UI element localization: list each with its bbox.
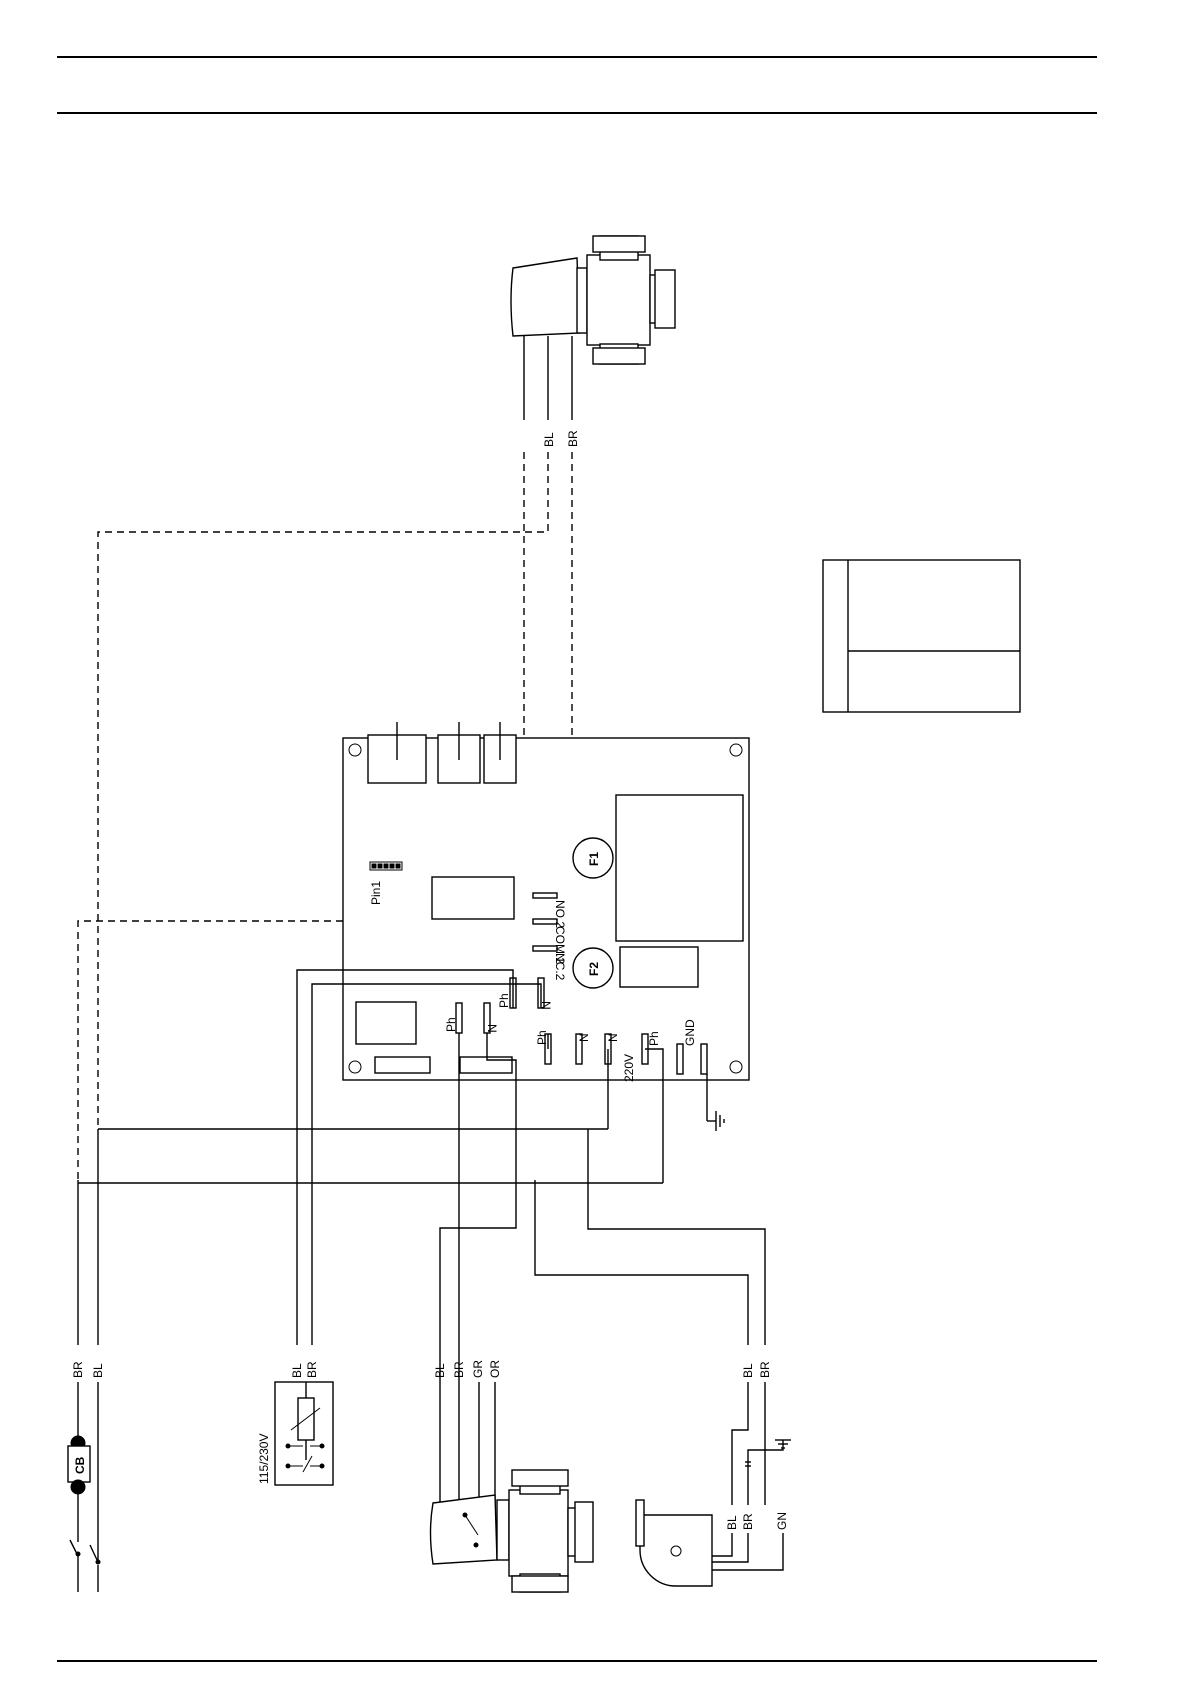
- valve-bot-or-label: OR: [488, 1360, 502, 1378]
- supply-br-label: BR: [71, 1361, 85, 1378]
- valve-top-bl-label: BL: [542, 432, 556, 447]
- circulator-pump: [636, 1500, 712, 1586]
- info-box: [823, 560, 1020, 712]
- valve-bot-br-label: BR: [452, 1361, 466, 1378]
- pump-br-label: BR: [741, 1513, 755, 1530]
- gnd-label: GND: [683, 1019, 697, 1046]
- relay-nc-label: NC.2: [553, 953, 567, 981]
- thermo-voltage-label: 115/230V: [257, 1434, 271, 1485]
- thermo-bl-label: BL: [290, 1363, 304, 1378]
- ph-left-label: Ph: [444, 1017, 458, 1032]
- top-valve-actuator: [511, 236, 675, 364]
- fuse-f1-label: F1: [587, 852, 601, 866]
- bottom-valve-actuator: [431, 1470, 594, 1592]
- ph-upper-label: Ph: [497, 993, 511, 1008]
- pump-br-top-label: BR: [758, 1361, 772, 1378]
- n-main-label: N: [577, 1033, 591, 1042]
- ph-main-label: Ph: [535, 1030, 549, 1045]
- cb-label: CB: [73, 1456, 87, 1474]
- n-220-label: N: [606, 1033, 620, 1042]
- supply-bl-label: BL: [91, 1363, 105, 1378]
- pump-bl-top-label: BL: [741, 1363, 755, 1378]
- ph-220-label: Ph: [647, 1031, 661, 1046]
- v220-label: 220V: [622, 1054, 636, 1082]
- pump-bl-label: BL: [725, 1515, 739, 1530]
- valve-bot-gr-label: GR: [471, 1360, 485, 1378]
- thermo-br-label: BR: [305, 1361, 319, 1378]
- pin1-label: Pin1: [369, 881, 383, 905]
- fuse-f2-label: F2: [587, 962, 601, 976]
- valve-bot-bl-label: BL: [433, 1363, 447, 1378]
- n-left-label: N: [485, 1024, 499, 1033]
- valve-top-br-label: BR: [566, 430, 580, 447]
- pump-gn-label: GN: [775, 1512, 789, 1530]
- relay-no-label: NO.2: [553, 900, 567, 928]
